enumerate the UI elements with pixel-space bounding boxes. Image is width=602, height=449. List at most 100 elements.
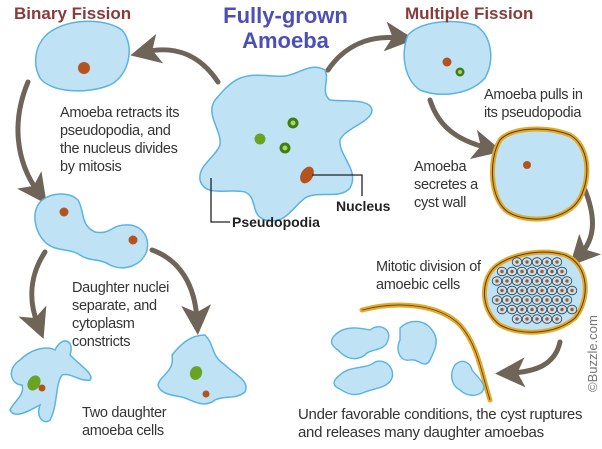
multiple-step3-text: Mitotic division of amoebic cells xyxy=(376,258,481,294)
text-line: by mitosis xyxy=(60,159,122,175)
released-amoeba xyxy=(330,326,390,360)
nucleus-icon xyxy=(535,260,539,264)
nucleus-icon xyxy=(515,298,519,302)
arrow-to-multiple xyxy=(325,21,415,73)
nucleus-icon xyxy=(530,288,534,293)
title-line-1: Fully-grown xyxy=(223,3,348,28)
nucleus-icon xyxy=(515,260,519,264)
text-line: Under favorable conditions, the cyst rup… xyxy=(298,406,583,423)
text-line: constricts xyxy=(72,334,131,350)
nucleus-icon xyxy=(495,279,499,283)
text-line: separate, and xyxy=(72,298,157,314)
released-amoeba xyxy=(333,360,394,396)
pseudopodia-pointer xyxy=(210,178,230,223)
daughter-cells-group xyxy=(491,257,578,324)
nucleus-icon xyxy=(535,317,539,321)
nucleus-icon xyxy=(555,260,559,264)
nucleus-icon xyxy=(510,288,514,293)
vacuole-icon xyxy=(27,375,41,391)
title-line-2: Amoeba xyxy=(242,28,329,53)
nucleus-icon xyxy=(535,279,539,283)
nucleus-label: Nucleus xyxy=(336,198,391,214)
text-line: Amoeba xyxy=(414,159,467,175)
nucleus-icon xyxy=(525,298,529,302)
nucleus-icon xyxy=(555,279,559,283)
text-line: the nucleus divides xyxy=(60,141,178,157)
nucleus-icon xyxy=(535,298,539,302)
text-line: amoebic cells xyxy=(376,277,460,293)
nucleus-icon xyxy=(38,384,46,392)
nucleus-icon xyxy=(550,307,554,312)
binary-step2-text: Daughter nuclei separate, and cytoplasm … xyxy=(72,279,169,351)
text-line: its pseudopodia xyxy=(484,105,582,121)
nucleus-icon xyxy=(520,307,524,312)
daughter-amoeba-right xyxy=(157,334,247,405)
nucleus-icon xyxy=(570,307,574,312)
nucleus-icon xyxy=(530,307,534,312)
nucleus-icon xyxy=(520,288,524,293)
text-line: secretes a xyxy=(414,177,478,193)
nucleus-icon xyxy=(505,279,509,283)
released-amoeba xyxy=(451,360,485,397)
nucleus-icon xyxy=(78,62,90,74)
binary-step1-text: Amoeba retracts its pseudopodia, and the… xyxy=(60,104,180,176)
nucleus-icon xyxy=(59,207,69,217)
vacuole-icon xyxy=(254,133,266,145)
binary-dividing-cell xyxy=(34,193,149,269)
text-line: Mitotic division of xyxy=(376,259,481,275)
nucleus-icon xyxy=(570,288,574,293)
text-line: Amoeba retracts its xyxy=(60,105,180,121)
nucleus-pointer xyxy=(312,174,363,196)
text-line: Two daughter xyxy=(82,405,167,421)
multiple-fission-heading: Multiple Fission xyxy=(405,4,534,23)
text-line: Daughter nuclei xyxy=(72,280,170,296)
nucleus-icon xyxy=(560,307,564,312)
nucleus-icon xyxy=(300,166,314,184)
nucleus-icon xyxy=(500,288,504,293)
nucleus-icon xyxy=(525,260,529,264)
text-line: amoeba cells xyxy=(82,423,164,439)
nucleus-icon xyxy=(525,279,529,283)
nucleus-icon xyxy=(505,298,509,302)
arrow-multiple-step3 xyxy=(495,339,563,388)
page-title: Fully-grown Amoeba xyxy=(218,3,353,53)
daughter-amoeba-left xyxy=(9,340,92,423)
arrow-to-binary xyxy=(130,33,221,85)
nucleus-icon xyxy=(560,269,564,274)
nucleus-icon xyxy=(550,288,554,293)
nucleus-icon xyxy=(520,269,524,274)
arrow-binary-step1 xyxy=(15,79,47,205)
pseudopodia-label: Pseudopodia xyxy=(232,214,320,230)
text-line: pseudopodia, and xyxy=(60,123,171,139)
arrow-binary-left xyxy=(18,249,48,339)
nucleus-icon xyxy=(540,269,544,274)
nucleus-icon xyxy=(545,317,549,321)
nucleus-icon xyxy=(500,269,504,274)
watermark: ©Buzzle.com xyxy=(585,315,600,392)
nucleus-icon xyxy=(515,279,519,283)
nucleus-icon xyxy=(525,317,529,321)
nucleus-icon xyxy=(555,317,559,321)
nucleus-icon xyxy=(202,390,210,398)
nucleus-icon xyxy=(540,288,544,293)
text-line: cytoplasm xyxy=(72,316,135,332)
nucleus-icon xyxy=(545,279,549,283)
multiple-step1-text: Amoeba pulls in its pseudopodia xyxy=(484,86,583,122)
nucleus-icon xyxy=(515,317,519,321)
cyst xyxy=(489,126,590,222)
nucleus-icon xyxy=(565,279,569,283)
text-line: Amoeba pulls in xyxy=(484,87,583,103)
nucleus-icon xyxy=(530,269,534,274)
nucleus-icon xyxy=(442,57,452,67)
arrow-binary-right xyxy=(149,247,212,335)
nucleus-icon xyxy=(500,307,504,312)
binary-fission-heading: Binary Fission xyxy=(14,4,132,23)
nucleus-icon xyxy=(523,161,531,169)
multiple-step2-text: Amoeba secretes a cyst wall xyxy=(414,158,478,212)
nucleus-icon xyxy=(545,298,549,302)
vacuole-icon xyxy=(189,366,203,380)
arrows xyxy=(15,21,602,388)
text-line: cyst wall xyxy=(414,195,467,211)
nucleus-icon xyxy=(540,307,544,312)
